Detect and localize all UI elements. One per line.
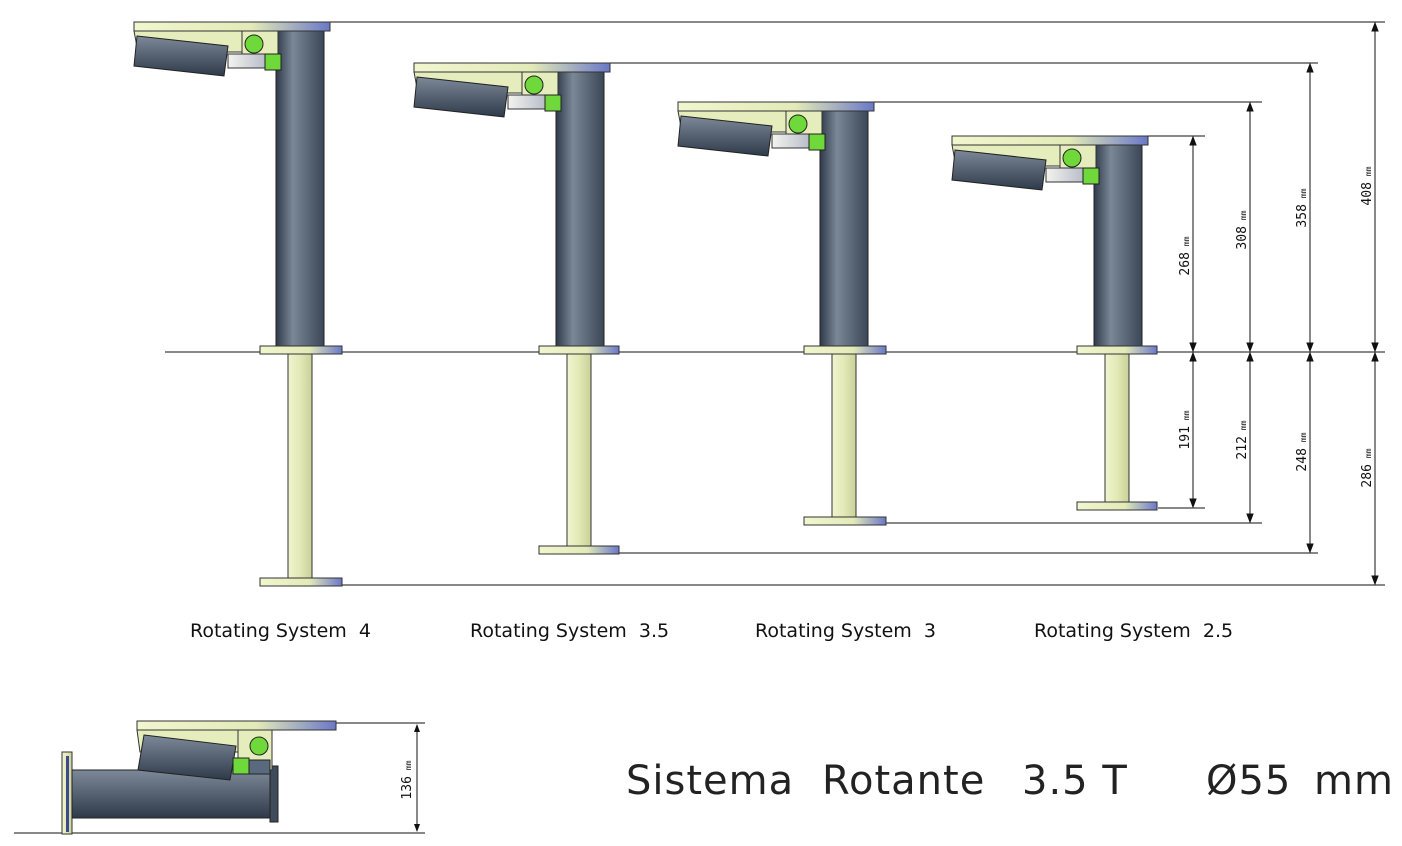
rotating-system-2-5-drawing	[951, 135, 1205, 511]
caption-rotating-system-4: Rotating System 4	[190, 620, 371, 642]
dim-label-268: 268mm	[1178, 236, 1193, 275]
dim-label-408: 408mm	[1360, 166, 1375, 205]
dimension-lines-upper	[1189, 21, 1379, 353]
title-word-rotante: Rotante	[822, 758, 986, 804]
rotating-system-3-5-drawing	[413, 62, 1318, 555]
rotating-system-3-drawing	[677, 101, 1262, 526]
dimension-lines-lower	[1189, 351, 1379, 586]
dim-label-248: 248mm	[1295, 432, 1310, 471]
title-block: Sistema Rotante 3.5 T Ø55 mm	[626, 758, 1396, 810]
dim-label-191: 191mm	[1178, 410, 1193, 449]
caption-rotating-system-3-5: Rotating System 3.5	[470, 620, 670, 642]
caption-rotating-system-2-5: Rotating System 2.5	[1034, 620, 1234, 642]
title-capacity: 3.5 T	[1022, 758, 1128, 804]
dim-label-358: 358mm	[1295, 188, 1310, 227]
dim-label-212: 212mm	[1235, 420, 1250, 459]
collapsed-system-drawing	[14, 720, 425, 835]
title-unit: mm	[1314, 758, 1394, 804]
caption-rotating-system-3: Rotating System 3	[755, 620, 936, 642]
title-diameter: Ø55	[1206, 758, 1292, 804]
dim-label-308: 308mm	[1235, 210, 1250, 249]
rotating-system-4-drawing	[133, 21, 1385, 587]
dim-label-286: 286mm	[1360, 448, 1375, 487]
title-word-sistema: Sistema	[626, 758, 795, 804]
dim-label-136: 136mm	[400, 760, 415, 799]
